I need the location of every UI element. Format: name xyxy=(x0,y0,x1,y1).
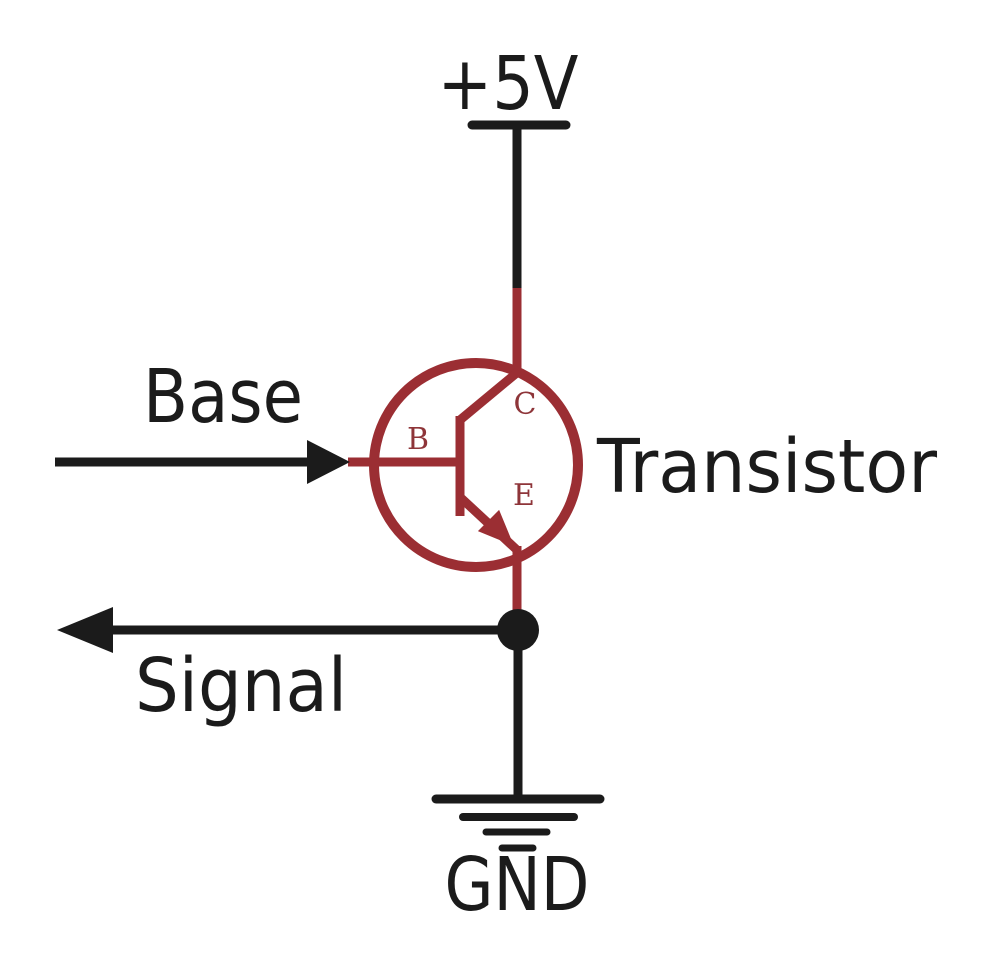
transistor-label: Transistor xyxy=(596,424,937,510)
collector-diagonal xyxy=(457,367,522,424)
base-input: Base xyxy=(55,354,350,484)
pin-label-emitter: E xyxy=(513,478,535,513)
power-label: +5V xyxy=(438,41,579,127)
base-label: Base xyxy=(143,354,303,440)
ground-symbol: GND xyxy=(431,630,605,928)
power-rail: +5V xyxy=(438,41,579,290)
ground-label: GND xyxy=(445,842,590,928)
emitter-arrowhead xyxy=(477,509,514,546)
base-arrowhead xyxy=(307,440,350,484)
signal-output: Signal xyxy=(57,607,539,729)
signal-arrowhead xyxy=(57,607,113,653)
transistor-symbol: B C E xyxy=(348,288,583,616)
signal-label: Signal xyxy=(135,643,347,729)
pin-label-base: B xyxy=(407,422,429,457)
pin-label-collector: C xyxy=(514,387,537,422)
